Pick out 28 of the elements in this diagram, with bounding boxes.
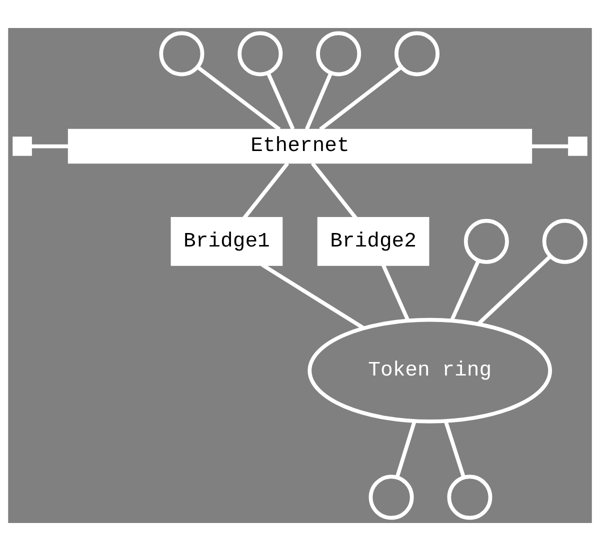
connector (381, 264, 410, 322)
node-circle (368, 474, 414, 520)
connector (242, 162, 290, 220)
node-box: Bridge1 (170, 217, 283, 266)
node-ellipse: Token ring (308, 318, 552, 424)
connector (444, 420, 466, 478)
node-circle (447, 474, 492, 520)
connector (196, 66, 281, 131)
node-circle (464, 218, 509, 264)
node-circle (316, 31, 362, 76)
connector (450, 260, 480, 322)
connector (261, 263, 365, 330)
node-circle (542, 218, 588, 264)
connector (476, 254, 552, 326)
connector (395, 420, 416, 478)
connector (310, 162, 358, 220)
node-circle (159, 31, 204, 76)
node-circle (394, 31, 440, 76)
node-box: Bridge2 (317, 217, 430, 266)
connector (532, 144, 569, 148)
connector (32, 144, 68, 148)
node-box: Ethernet (68, 128, 532, 164)
connector (305, 72, 333, 130)
node-box (568, 136, 588, 156)
connector (319, 66, 402, 131)
connector (266, 72, 295, 130)
node-box (12, 136, 32, 156)
node-circle (238, 31, 283, 76)
